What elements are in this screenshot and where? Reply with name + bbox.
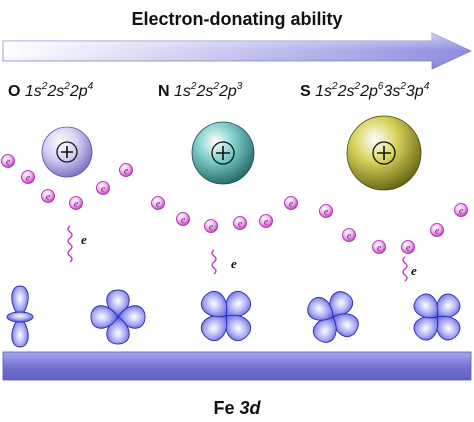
electron-icon: e	[342, 228, 356, 242]
plus-circle-icon	[211, 141, 235, 165]
electron-icon: e	[1, 154, 15, 168]
svg-text:e: e	[124, 166, 128, 176]
svg-text:e: e	[209, 222, 213, 232]
donated-electron-label-o: e	[81, 232, 87, 247]
svg-text:e: e	[181, 215, 185, 225]
nucleus-sulfur	[346, 115, 422, 191]
donated-electron-label-s: e	[411, 263, 417, 278]
plus-circle-icon	[372, 141, 396, 165]
svg-text:e: e	[6, 157, 10, 167]
nucleus-nitrogen	[191, 121, 255, 185]
svg-text:e: e	[156, 199, 160, 209]
arrow-right-icon	[2, 32, 472, 70]
electron-icon: e	[284, 196, 298, 210]
plus-circle-icon	[56, 141, 78, 163]
d-orbital-icon	[413, 293, 461, 341]
d-orbital-icon	[90, 289, 146, 345]
electron-icon: e	[119, 163, 133, 177]
svg-text:e: e	[264, 217, 268, 227]
donated-electron-label-n: e	[231, 256, 237, 271]
svg-text:e: e	[74, 199, 78, 209]
svg-text:e: e	[238, 219, 242, 229]
electron-icon: e	[372, 240, 386, 254]
config-nitrogen: N 1s22s22p3	[158, 81, 243, 100]
electron-icon: e	[41, 189, 55, 203]
svg-text:e: e	[26, 173, 30, 183]
d-orbitals	[6, 285, 461, 348]
svg-text:e: e	[459, 206, 463, 216]
electron-icon: e	[401, 240, 415, 254]
electron-icon: e	[204, 219, 218, 233]
d-orbital-icon	[307, 291, 359, 343]
svg-text:e: e	[435, 226, 439, 236]
fe-substrate-bar	[2, 351, 472, 381]
electron-icon: e	[176, 212, 190, 226]
electron-icon: e	[96, 181, 110, 195]
title: Electron-donating ability	[131, 9, 342, 29]
electron-cloud: e e e e e e e e e e e e e e e e e e	[1, 154, 468, 254]
svg-text:e: e	[347, 231, 351, 241]
electron-icon: e	[151, 196, 165, 210]
svg-text:e: e	[406, 243, 410, 253]
electron-icon: e	[233, 216, 247, 230]
electron-icon: e	[430, 223, 444, 237]
svg-text:e: e	[324, 207, 328, 217]
svg-text:e: e	[46, 192, 50, 202]
nucleus-oxygen	[41, 126, 93, 178]
svg-text:e: e	[289, 199, 293, 209]
electron-icon: e	[259, 214, 273, 228]
d-orbital-icon	[200, 290, 252, 342]
electron-icon: e	[319, 204, 333, 218]
config-oxygen: O 1s22s22p4	[8, 81, 94, 100]
d-orbital-icon	[6, 285, 34, 348]
config-sulfur: S 1s22s22p63s23p4	[300, 81, 430, 100]
svg-text:e: e	[101, 184, 105, 194]
electron-icon: e	[21, 170, 35, 184]
svg-text:e: e	[377, 243, 381, 253]
electron-icon: e	[454, 203, 468, 217]
substrate-label: Fe 3d	[213, 398, 261, 418]
wavy-arrow-icon	[67, 225, 408, 282]
electron-icon: e	[69, 196, 83, 210]
